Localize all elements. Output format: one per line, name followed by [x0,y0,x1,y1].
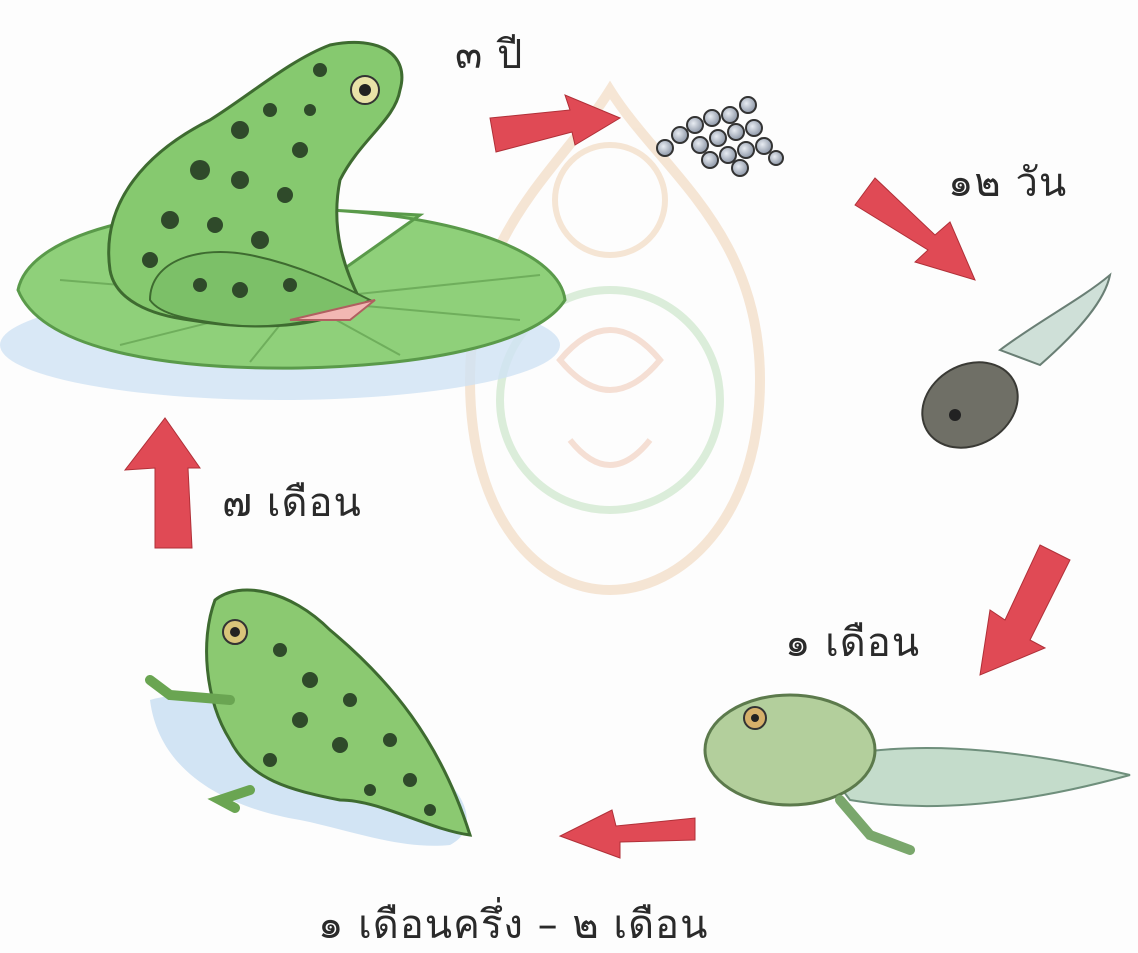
arrow-froglet-to-adult [125,418,200,548]
tadpole-icon [907,275,1110,465]
label-tadpole-to-legged: ๑ เดือน [785,610,920,674]
label-adult-to-eggs: ๓ ปี [455,22,523,86]
label-eggs-to-tadpole: ๑๒ วัน [948,150,1067,214]
tadpole-with-legs-icon [705,695,1130,850]
arrow-tadpole-to-legged [980,545,1070,675]
froglet-icon [150,590,470,846]
frog-eggs-icon [657,97,783,176]
arrow-legged-to-froglet [560,810,695,858]
label-froglet-to-adult: ๗ เดือน [222,470,362,534]
label-legged-to-froglet: ๑ เดือนครึ่ง – ๒ เดือน [318,892,708,953]
